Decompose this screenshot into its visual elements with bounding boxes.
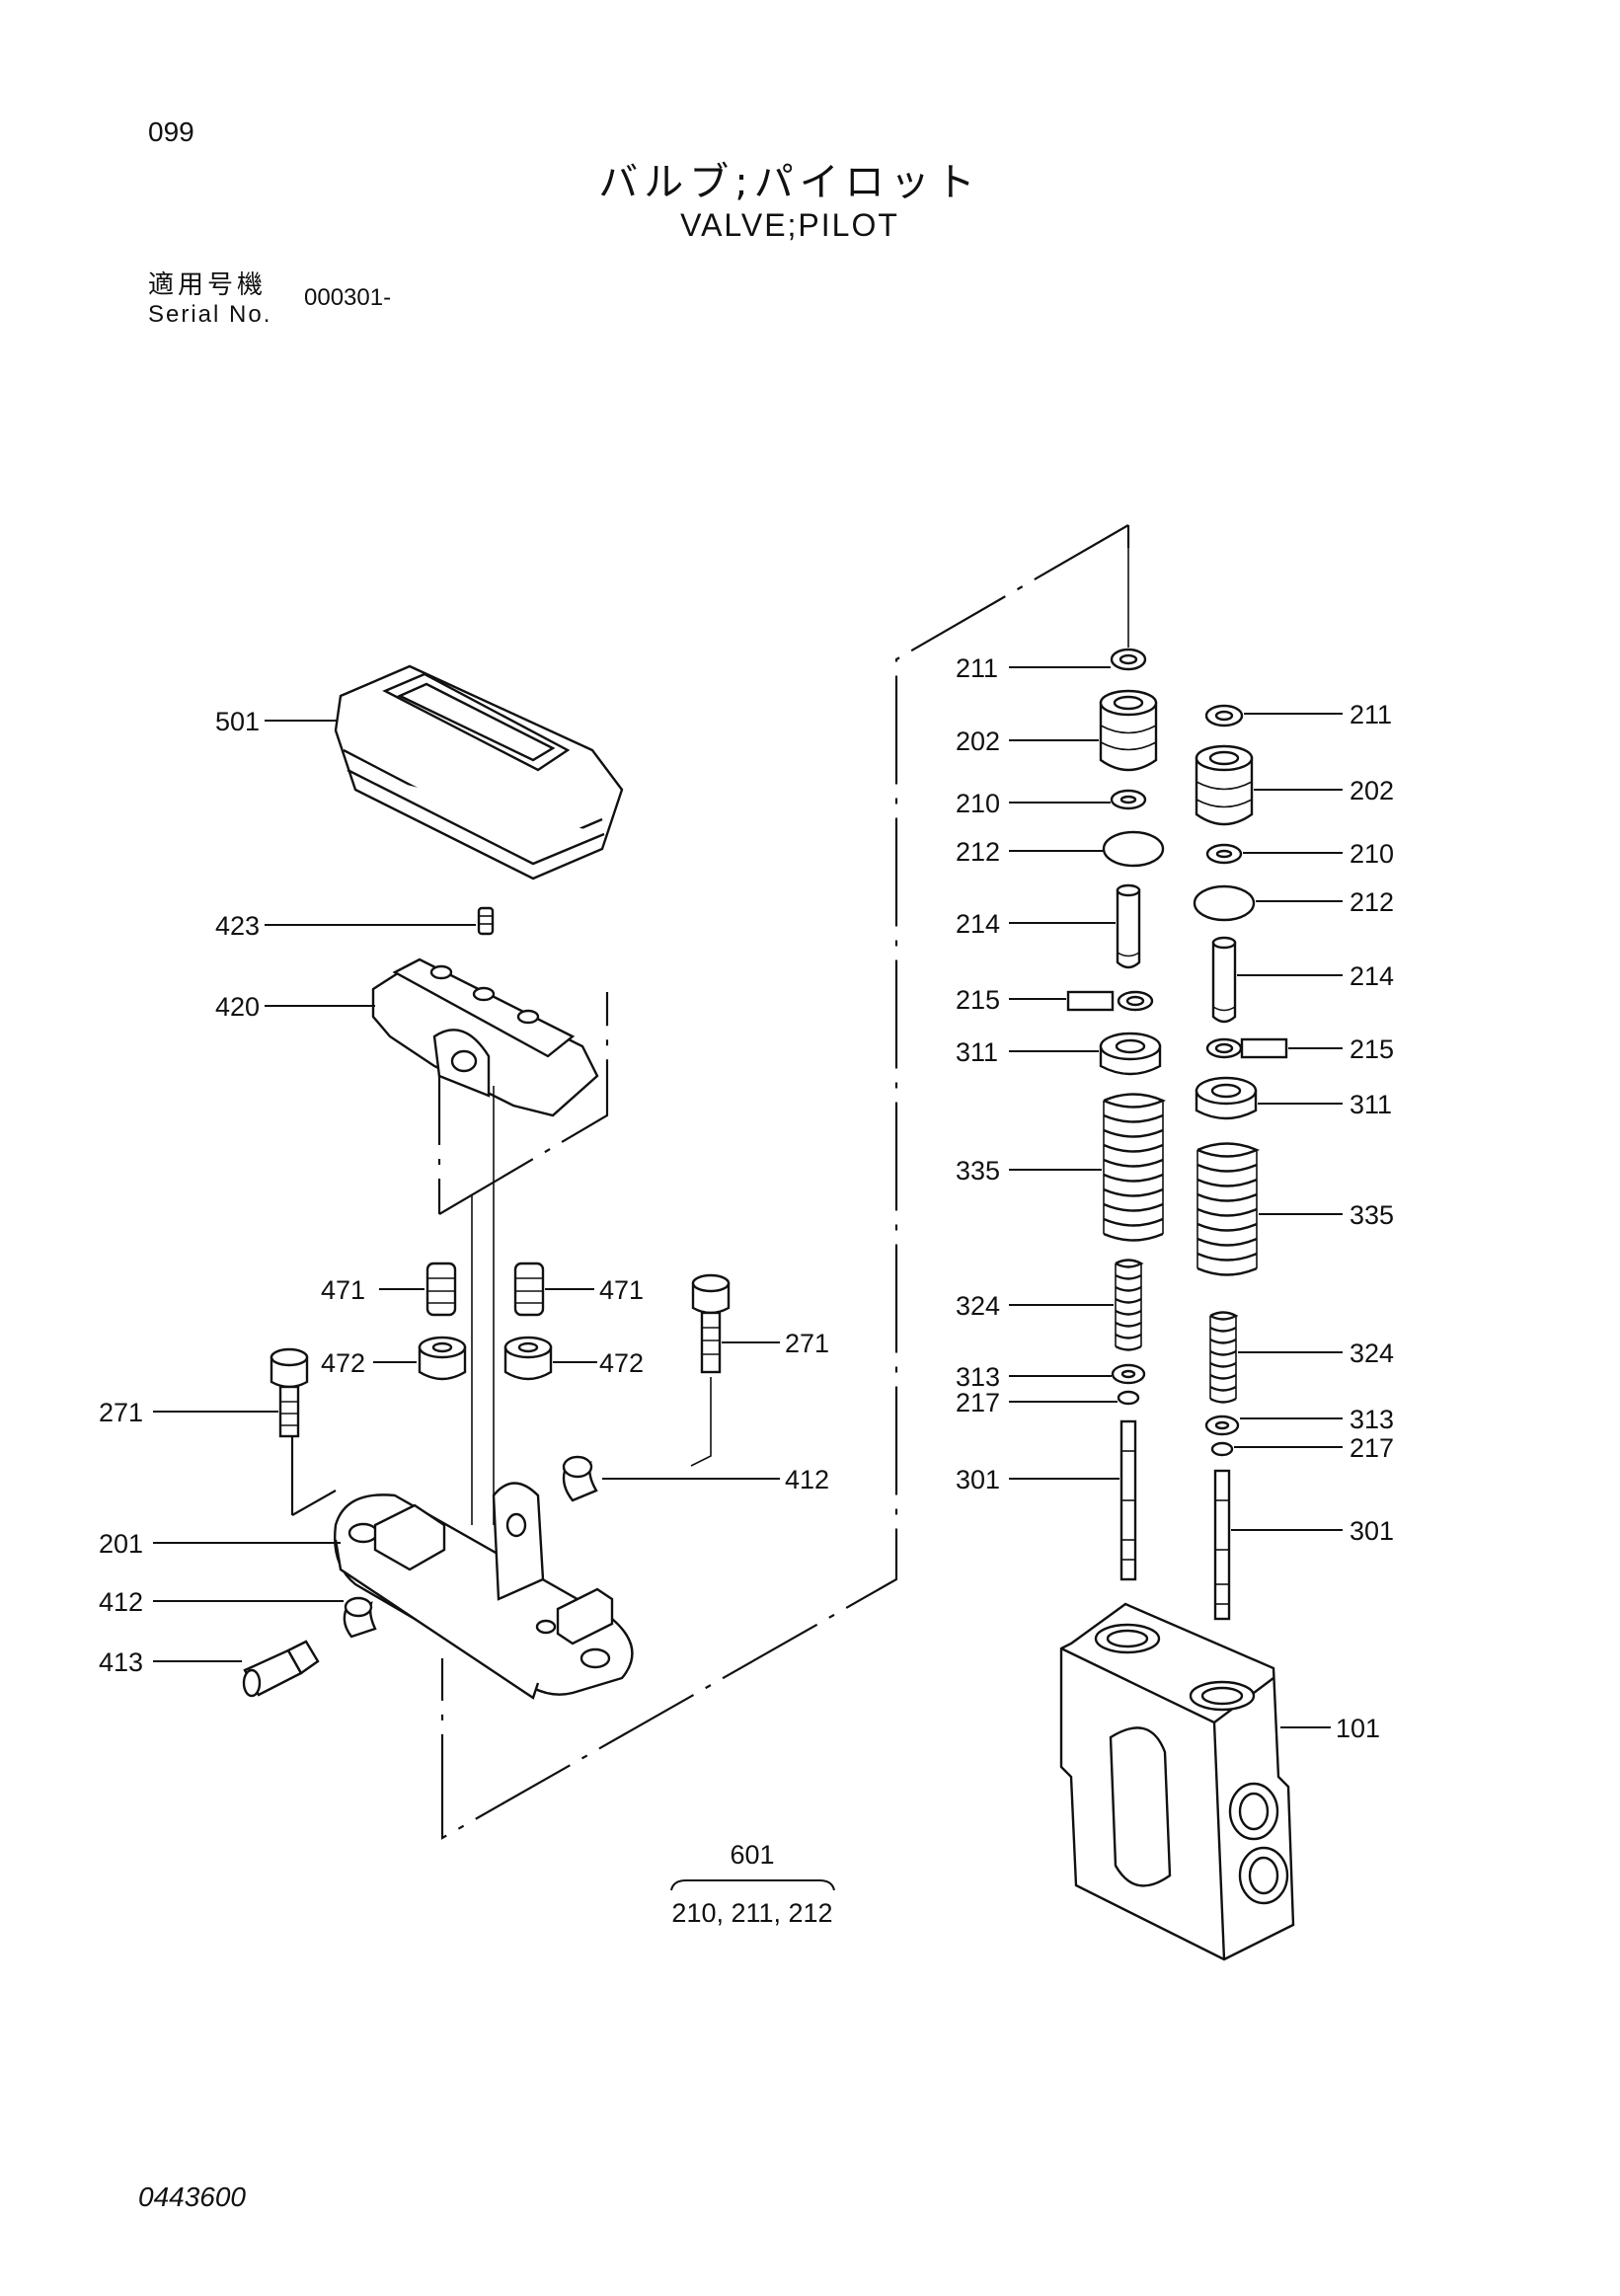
page-number: 099 [148,116,194,147]
callout-right-335: 335 [1350,1200,1394,1230]
axis-271-right [690,1377,712,1467]
part-471-left [425,1262,457,1317]
callout-right-324: 324 [1350,1339,1394,1368]
callout-left-214: 214 [956,909,1000,939]
callout-left-301: 301 [956,1465,1000,1494]
callout-413: 413 [99,1647,143,1677]
part-423-setscrew [477,906,495,936]
callout-left-217: 217 [956,1388,1000,1417]
callout-right-202: 202 [1350,776,1394,805]
title-japanese: バルブ;パイロット [598,160,981,205]
part-101-casing [1059,1602,1295,1961]
callout-left-210: 210 [956,789,1000,818]
kit-contents: 210, 211, 212 [671,1898,832,1928]
part-413-pin [242,1640,320,1698]
callout-right-311: 311 [1350,1090,1392,1119]
callout-left-211: 211 [956,653,998,683]
callout-472-left: 472 [321,1348,365,1378]
callout-left-202: 202 [956,727,1000,756]
part-420-cam [371,957,599,1117]
callout-271-right: 271 [785,1329,829,1358]
document-id: 0443600 [138,2181,247,2212]
callout-left-215: 215 [956,985,1000,1015]
part-472-right [503,1336,553,1381]
callout-left-324: 324 [956,1291,1000,1321]
callout-420: 420 [215,992,260,1022]
callout-right-212: 212 [1350,887,1394,917]
callout-left-311: 311 [956,1037,998,1067]
callout-right-215: 215 [1350,1034,1394,1064]
part-271-right [691,1273,731,1374]
callout-right-214: 214 [1350,961,1394,991]
callout-right-210: 210 [1350,839,1394,869]
callout-412-upper: 412 [785,1465,829,1494]
part-472-left [418,1336,467,1381]
left-pusher-stack [1066,648,1167,1581]
callout-left-335: 335 [956,1156,1000,1186]
callout-201: 201 [99,1529,143,1559]
callout-right-211: 211 [1350,700,1392,729]
serial-number-value: 000301- [304,284,392,311]
part-501-boot [334,664,624,880]
callout-471-left: 471 [321,1275,365,1305]
callout-271-left: 271 [99,1398,143,1427]
callout-501: 501 [215,707,260,736]
callout-right-313: 313 [1350,1405,1394,1434]
callout-423: 423 [215,911,260,941]
callout-101: 101 [1336,1714,1380,1743]
kit-number: 601 [730,1840,774,1870]
callout-471-right: 471 [599,1275,644,1305]
part-201-casing [334,1482,634,1700]
part-471-right [513,1262,545,1317]
callout-left-313: 313 [956,1362,1000,1392]
part-412-upper [562,1455,598,1502]
callout-472-right: 472 [599,1348,644,1378]
serial-label-japanese: 適用号機 [148,270,268,300]
kit-bracket [670,1879,835,1891]
serial-label-english: Serial No. [148,301,272,328]
callout-412-lower: 412 [99,1587,143,1617]
part-412-lower [343,1596,377,1639]
right-pusher-stack [1193,704,1288,1621]
seal-kit-601: 601 210, 211, 212 [670,1840,835,1928]
callout-left-212: 212 [956,837,1000,867]
callout-right-217: 217 [1350,1433,1394,1463]
callout-right-301: 301 [1350,1516,1394,1546]
part-271-left [270,1347,309,1438]
title-english: VALVE;PILOT [680,207,899,243]
